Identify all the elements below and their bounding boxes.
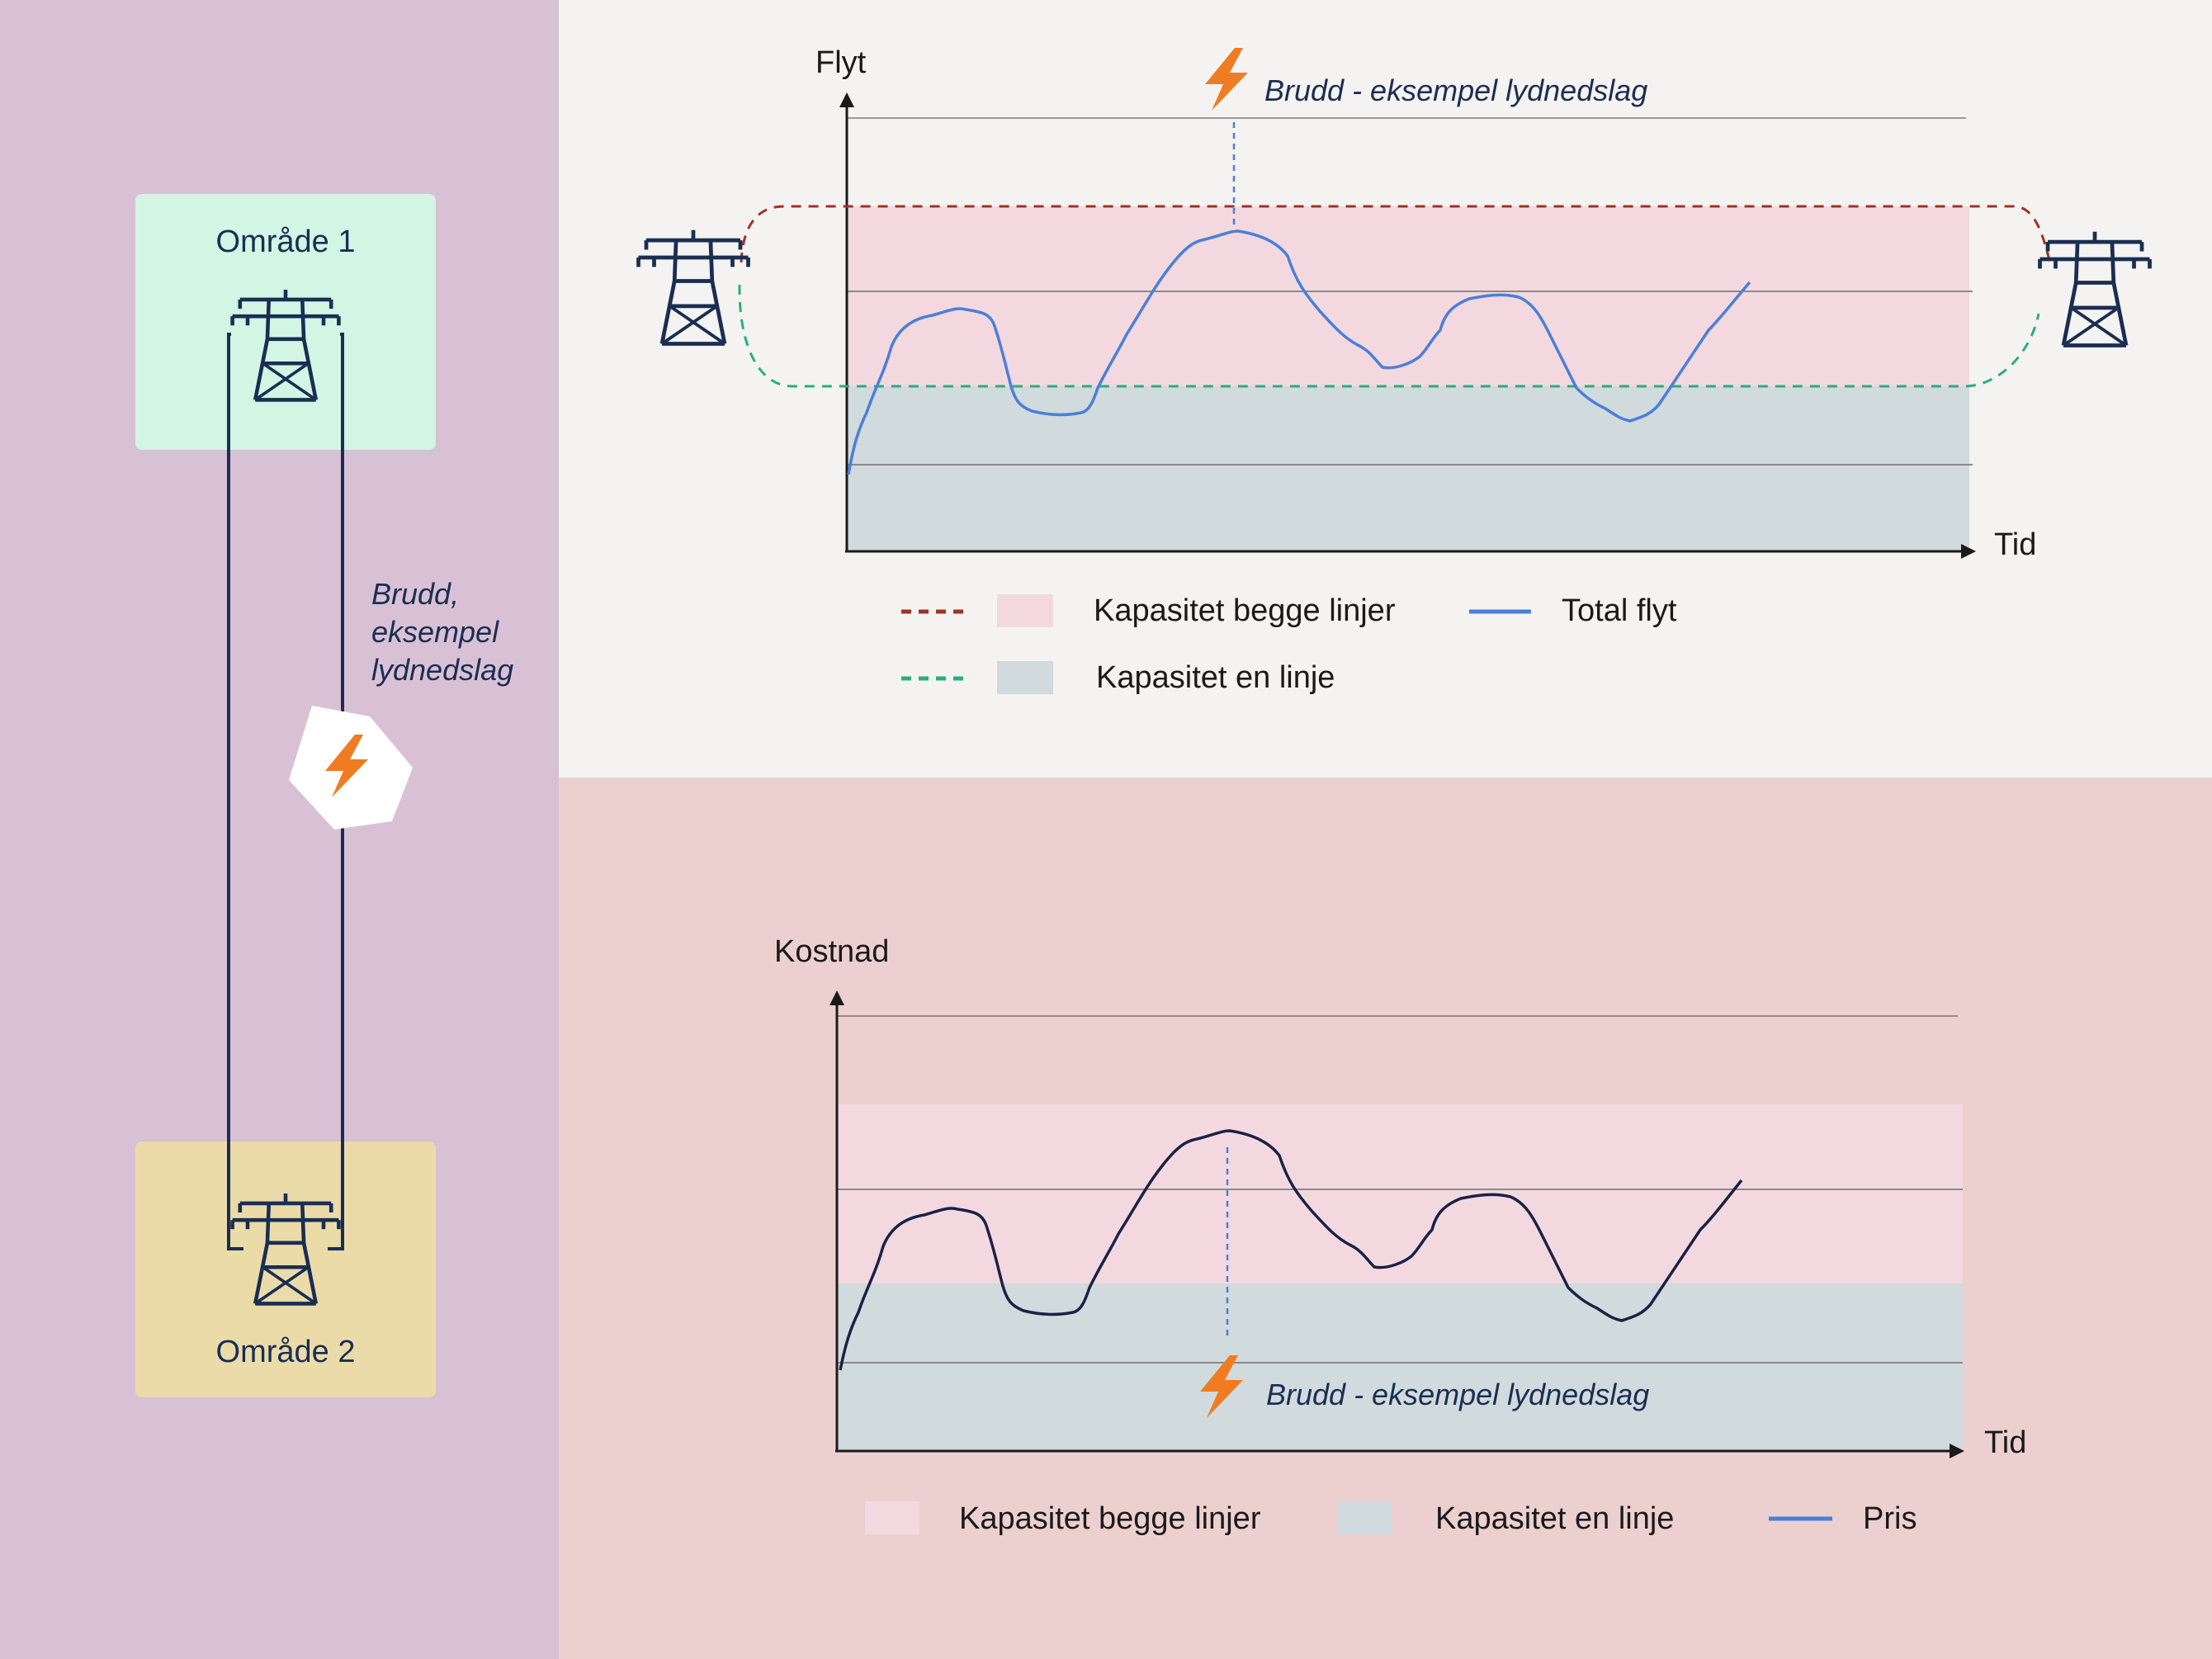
capacity-one-dashed: [738, 284, 2040, 388]
capacity-both-band: [837, 1104, 1963, 1283]
legend-grey-swatch: [997, 661, 1053, 694]
legend-pink-swatch: [997, 594, 1053, 627]
y-axis-label: Flyt: [815, 45, 867, 80]
break-marker: [289, 706, 413, 830]
legend-total-flow: Total flyt: [1562, 593, 1677, 628]
y-axis-arrow: [830, 990, 844, 1005]
x-axis-arrow: [1961, 544, 1976, 559]
y-axis-label: Kostnad: [774, 934, 889, 969]
lightning-icon: [1205, 48, 1248, 111]
area-2-box: [135, 1141, 436, 1397]
capacity-one-band: [837, 1283, 1963, 1451]
break-label-line-1: Brudd,: [371, 577, 459, 611]
break-annotation: Brudd - eksempel lydnedslag: [1266, 1378, 1649, 1411]
area-1-label: Område 1: [216, 225, 356, 259]
y-axis-arrow: [839, 92, 854, 107]
break-label-line-2: eksempel: [371, 615, 499, 649]
legend-capacity-both: Kapasitet begge linjer: [959, 1501, 1261, 1536]
legend-capacity-one: Kapasitet en linje: [1096, 660, 1335, 695]
legend-capacity-one: Kapasitet en linje: [1435, 1501, 1674, 1536]
capacity-both-dashed: [740, 205, 2052, 263]
total-flow-line: [847, 229, 1751, 475]
break-label-line-3: lydnedslag: [371, 653, 513, 687]
price-line: [839, 1129, 1743, 1371]
legend-grey-swatch: [1337, 1501, 1392, 1534]
area-2-label: Område 2: [216, 1335, 356, 1369]
x-axis-label: Tid: [1994, 527, 2036, 562]
x-axis-arrow: [1950, 1444, 1964, 1458]
power-tower-icon: [2040, 232, 2150, 346]
capacity-both-band: [847, 206, 1969, 386]
capacity-one-band: [847, 386, 1969, 551]
power-tower-icon: [639, 230, 749, 344]
legend-capacity-both: Kapasitet begge linjer: [1094, 593, 1396, 628]
bottom-chart: Kostnad Tid Brudd - eksempel lydnedslag …: [774, 934, 2026, 1536]
x-axis-label: Tid: [1984, 1425, 2026, 1460]
break-annotation: Brudd - eksempel lydnedslag: [1264, 73, 1647, 107]
legend-pink-swatch: [865, 1501, 919, 1534]
transmission-line-a: [227, 333, 243, 1250]
legend-price: Pris: [1863, 1501, 1917, 1536]
top-chart: Flyt Tid Brudd - eksempel lydnedslag Kap…: [639, 45, 2150, 695]
area-1-box: [135, 194, 436, 450]
